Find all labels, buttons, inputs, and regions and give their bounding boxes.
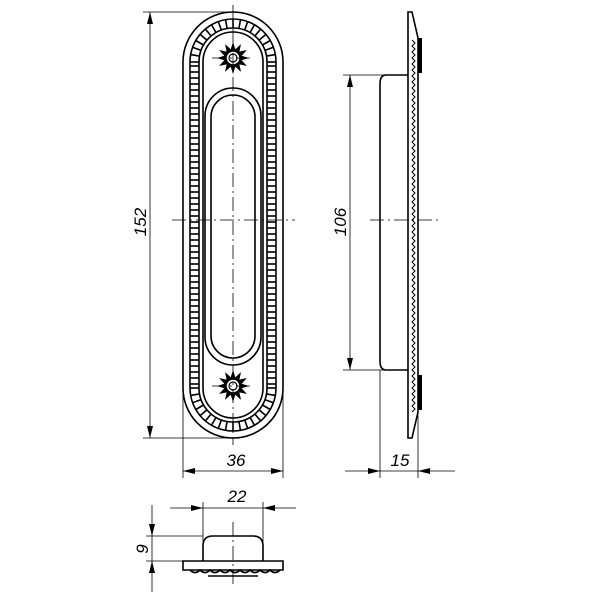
bead: [190, 53, 200, 57]
dimension-22: 22: [170, 487, 296, 561]
bead: [258, 33, 267, 41]
bead: [217, 21, 223, 31]
bead: [266, 393, 276, 397]
bead: [262, 39, 271, 46]
bead: [224, 19, 228, 29]
front-view: [172, 5, 295, 445]
bead: [190, 393, 200, 397]
bead: [254, 413, 262, 422]
bead: [224, 421, 228, 431]
bead: [195, 404, 204, 411]
dimension-152: 152: [131, 11, 233, 439]
bead: [264, 46, 274, 52]
bead: [258, 409, 267, 417]
bead: [243, 21, 249, 31]
bead: [238, 421, 242, 431]
plate-serration: [189, 568, 281, 574]
bead: [243, 419, 249, 429]
bead: [199, 409, 208, 417]
dimension-label: 106: [331, 207, 350, 236]
bead: [254, 28, 262, 37]
plate-serration: [411, 39, 416, 413]
bead: [204, 413, 212, 422]
dimension-9: 9: [133, 505, 203, 592]
bead: [210, 24, 217, 33]
bead: [195, 39, 204, 46]
dimension-15: 15: [345, 370, 455, 478]
bead: [217, 419, 223, 429]
bead: [238, 19, 242, 29]
plate-bottom-profile: [182, 560, 284, 571]
bead: [264, 398, 274, 404]
dimension-label: 9: [133, 544, 152, 554]
bead: [204, 28, 212, 37]
plate-edge: [418, 38, 422, 73]
bead: [192, 46, 202, 52]
dimension-36: 36: [182, 240, 284, 478]
serration-path: [411, 39, 416, 413]
bead: [266, 53, 276, 57]
dimension-label: 152: [131, 207, 150, 236]
dimension-label: 22: [227, 487, 247, 506]
dimension-label: 36: [227, 451, 246, 470]
bottom-view: [182, 522, 284, 585]
side-view: [370, 11, 440, 439]
bead: [249, 417, 256, 426]
dimension-label: 15: [391, 451, 410, 470]
bead-pattern: [190, 19, 276, 431]
bead: [249, 24, 256, 33]
bead: [199, 33, 208, 41]
bead: [262, 404, 271, 411]
bead: [210, 417, 217, 426]
bead: [192, 398, 202, 404]
dimension-106: 106: [331, 74, 386, 371]
plate-edge: [418, 375, 422, 410]
body-profile: [379, 74, 408, 371]
